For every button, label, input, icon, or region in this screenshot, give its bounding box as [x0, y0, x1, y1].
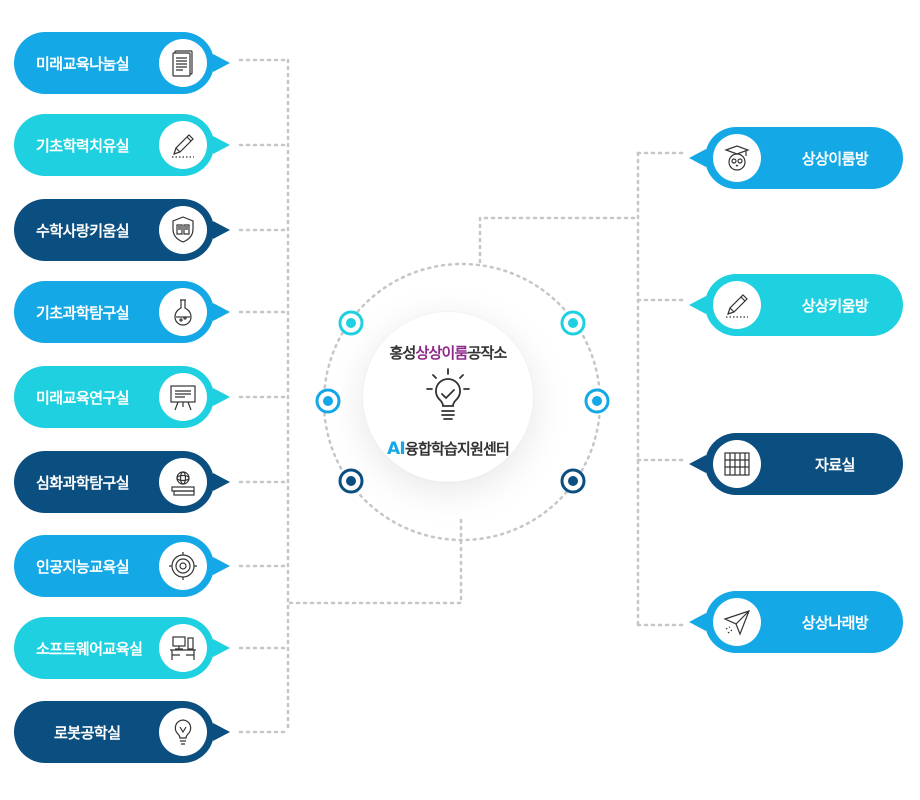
computer-desk-icon: [159, 624, 207, 672]
presentation-board-icon: [159, 373, 207, 421]
books-atom-icon: [159, 458, 207, 506]
room-label: 자료실: [815, 455, 855, 474]
ring-dot: [584, 388, 610, 414]
ring-dot: [315, 388, 341, 414]
room-label: 미래교육연구실: [36, 388, 130, 407]
room-label: 기초과학탐구실: [36, 303, 130, 322]
pointer-arrow: [213, 388, 230, 406]
paper-plane-icon: [713, 598, 761, 646]
pointer-arrow: [689, 296, 706, 314]
room-label: 수학사랑키움실: [36, 221, 130, 240]
flask-icon: [159, 288, 207, 336]
room-label: 기초학력치유실: [36, 136, 130, 155]
room-label: 상상나래방: [801, 613, 869, 632]
subtitle-rest: 융합학습지원센터: [404, 440, 510, 458]
room-label: 심화과학탐구실: [36, 473, 130, 492]
room-item-future-sharing[interactable]: 미래교육나눔실: [14, 32, 230, 94]
bookshelf-icon: [713, 440, 761, 488]
room-item-resource-room[interactable]: 자료실: [689, 433, 903, 495]
ring-dot: [338, 310, 364, 336]
pointer-arrow: [213, 639, 230, 657]
pointer-arrow: [689, 613, 706, 631]
ring-dot: [338, 468, 364, 494]
book-shield-icon: [159, 206, 207, 254]
pencil-icon: [713, 281, 761, 329]
room-label: 인공지능교육실: [36, 557, 130, 576]
center-subtitle: AI융합학습지원센터: [363, 438, 533, 459]
graduate-owl-icon: [713, 134, 761, 182]
title-highlight: 상상이룸: [415, 344, 468, 362]
room-item-sangsang-narae[interactable]: 상상나래방: [689, 591, 903, 653]
ring-dot: [560, 468, 586, 494]
room-item-software-education[interactable]: 소프트웨어교육실: [14, 617, 230, 679]
pencil-icon: [159, 121, 207, 169]
room-item-basic-science[interactable]: 기초과학탐구실: [14, 281, 230, 343]
room-item-sangsang-irum[interactable]: 상상이룸방: [689, 127, 903, 189]
room-item-ai-education[interactable]: 인공지능교육실: [14, 535, 230, 597]
room-item-future-research[interactable]: 미래교육연구실: [14, 366, 230, 428]
room-label: 로봇공학실: [54, 723, 121, 742]
center-title: 홍성상상이룸공작소: [363, 342, 533, 363]
pointer-arrow: [689, 149, 706, 167]
document-icon: [159, 39, 207, 87]
pointer-arrow: [213, 54, 230, 72]
ring-dot: [560, 310, 586, 336]
room-label: 소프트웨어교육실: [36, 639, 143, 658]
room-label: 상상이룸방: [801, 149, 869, 168]
pointer-arrow: [213, 221, 230, 239]
subtitle-ai: AI: [387, 439, 406, 459]
room-label: 미래교육나눔실: [36, 54, 130, 73]
pointer-arrow: [213, 303, 230, 321]
lightbulb-check-icon: [426, 368, 470, 420]
room-item-sangsang-kium[interactable]: 상상키움방: [689, 274, 903, 336]
ring-dots: [315, 310, 610, 494]
room-item-advanced-science[interactable]: 심화과학탐구실: [14, 451, 230, 513]
pointer-arrow: [213, 723, 230, 741]
pointer-arrow: [213, 557, 230, 575]
center-hub: 홍성상상이룸공작소 AI융합학습지원센터: [363, 312, 533, 482]
title-suffix: 공작소: [467, 344, 508, 362]
pointer-arrow: [213, 136, 230, 154]
room-item-math-love[interactable]: 수학사랑키움실: [14, 199, 230, 261]
pointer-arrow: [689, 455, 706, 473]
room-label: 상상키움방: [801, 296, 869, 315]
title-prefix: 홍성: [389, 344, 416, 362]
pointer-arrow: [213, 473, 230, 491]
room-item-basic-literacy[interactable]: 기초학력치유실: [14, 114, 230, 176]
target-icon: [159, 542, 207, 590]
lightbulb-icon: [159, 708, 207, 756]
room-item-robotics[interactable]: 로봇공학실: [14, 701, 230, 763]
